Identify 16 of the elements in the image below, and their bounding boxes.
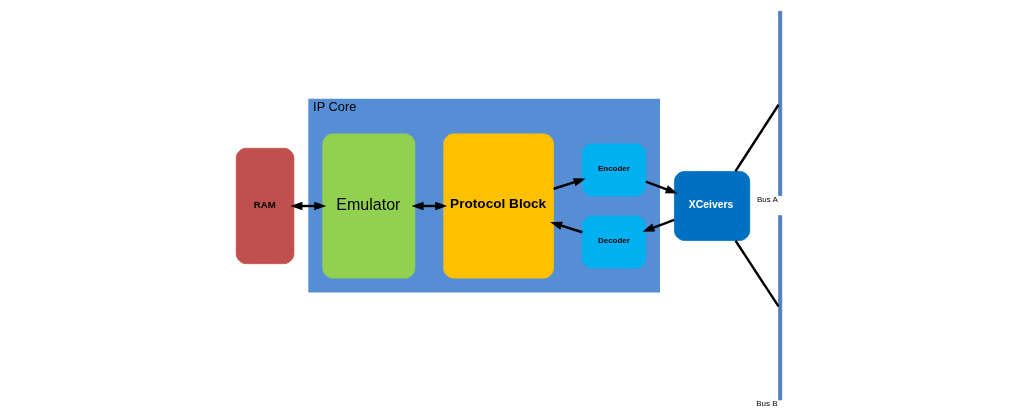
- node-box: XCeivers: [673, 171, 750, 241]
- node-box: Encoder: [581, 143, 646, 197]
- arrow: [552, 178, 586, 190]
- node-box: [777, 10, 782, 196]
- node-box: Decoder: [581, 215, 646, 269]
- connector: [733, 104, 780, 172]
- node-label: Bus B: [755, 399, 777, 409]
- node-box: Emulator: [321, 133, 415, 279]
- node-label: Bus A: [756, 194, 778, 204]
- connector: [734, 240, 780, 308]
- arrow: [549, 221, 583, 234]
- node-box: [777, 215, 782, 401]
- arrow: [644, 180, 678, 194]
- arrow: [641, 218, 675, 232]
- node-box: Protocol Block: [442, 133, 554, 279]
- node-box: RAM: [235, 147, 294, 265]
